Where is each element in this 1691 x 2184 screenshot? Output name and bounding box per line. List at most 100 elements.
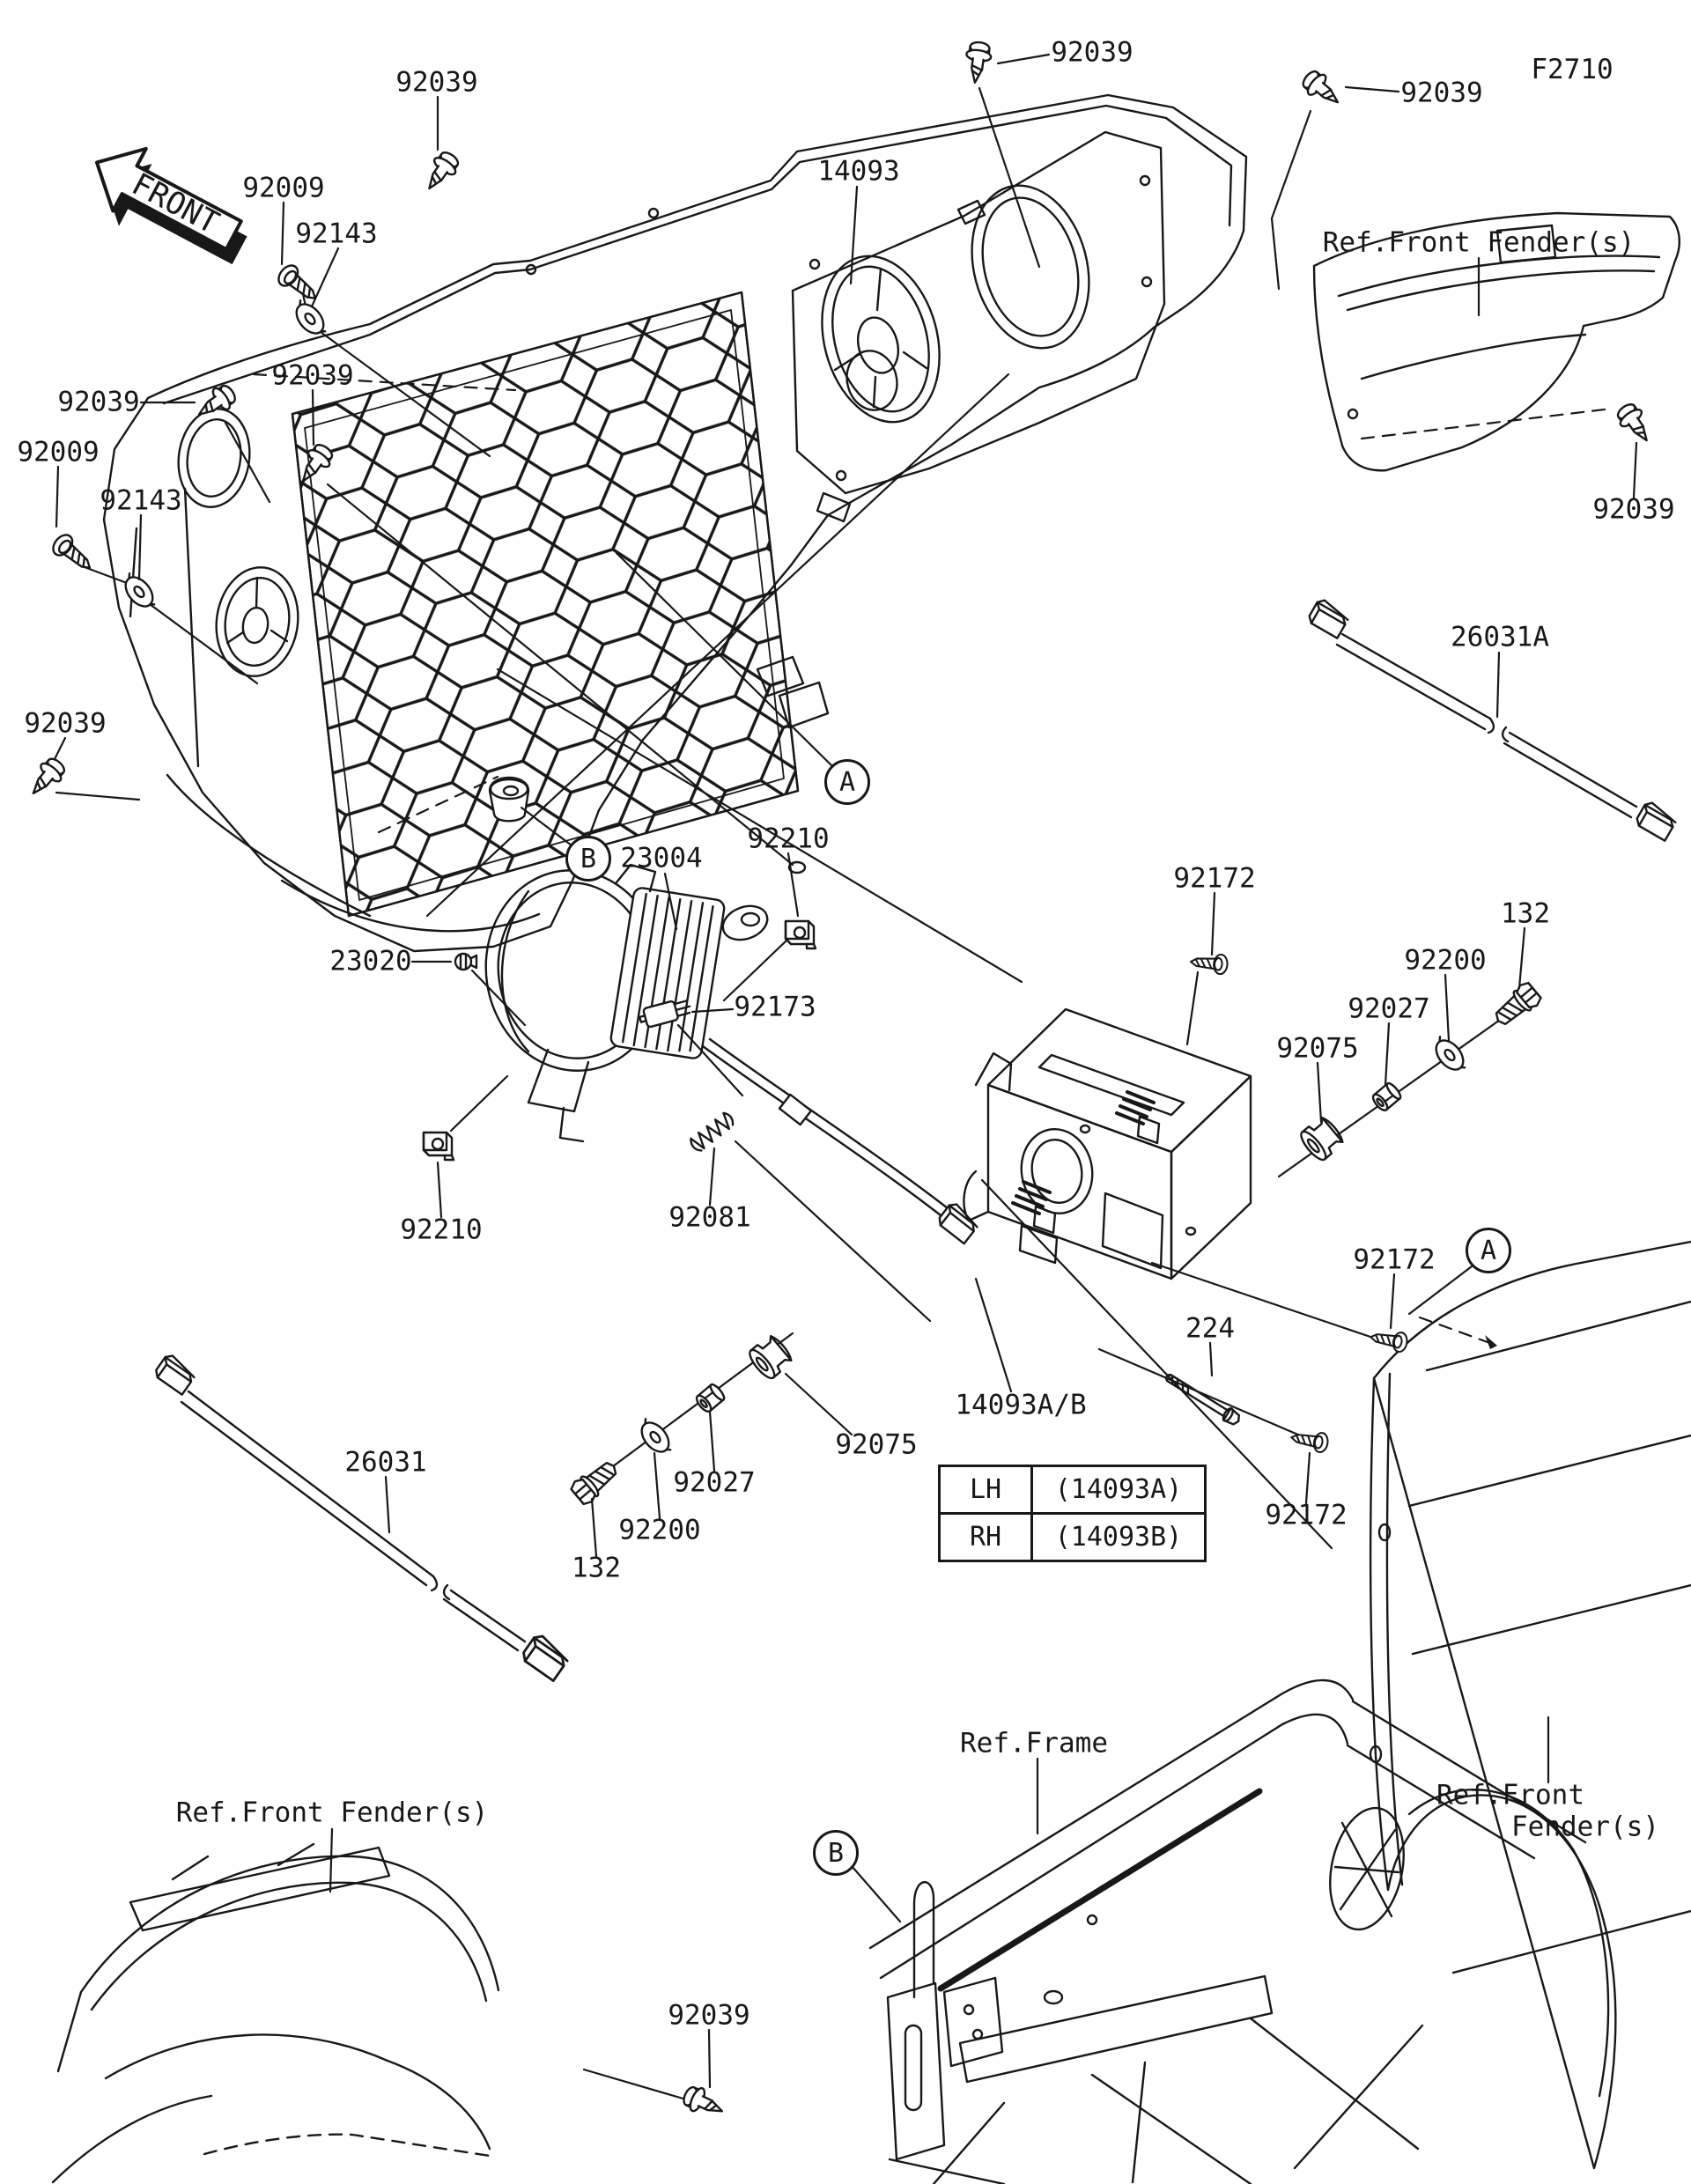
variant-table: LH (14093A) RH (14093B)	[938, 1465, 1207, 1562]
part-label: 132	[1501, 897, 1550, 930]
variant-part: (14093B)	[1030, 1512, 1207, 1562]
leader-line	[436, 1161, 443, 1219]
part-label: 92009	[17, 436, 100, 469]
leader-line	[1407, 1265, 1473, 1316]
table-row: RH (14093B)	[938, 1512, 1207, 1562]
part-label: 23004	[620, 842, 703, 874]
part-label: 92143	[100, 484, 182, 517]
harness-26031a	[1305, 596, 1680, 842]
leader-line	[1344, 85, 1400, 93]
variant-side: LH	[938, 1465, 1033, 1515]
bolt-224	[1162, 1369, 1244, 1428]
clip-92039	[22, 753, 70, 803]
leader-line	[1304, 1451, 1311, 1505]
part-label: 92039	[1400, 77, 1483, 109]
part-label: 92200	[1404, 944, 1487, 977]
leader-line	[708, 1410, 716, 1472]
fender-bottom-left	[51, 1842, 500, 2184]
leader-line	[1632, 441, 1638, 499]
part-label: 92210	[400, 1214, 483, 1246]
part-label: 92009	[242, 172, 325, 204]
part-label: 14093	[817, 155, 900, 188]
screw-92172	[1368, 1326, 1410, 1354]
front-direction-arrow: FRONT	[94, 146, 247, 265]
leader-line	[590, 1497, 598, 1558]
leader-line	[1389, 1273, 1396, 1330]
bulb-23020	[454, 952, 478, 971]
leader-line	[784, 1372, 853, 1436]
variant-side: RH	[938, 1512, 1033, 1562]
leader-line	[520, 806, 573, 847]
part-label: 92200	[618, 1514, 701, 1546]
part-label: 14093A/B	[955, 1389, 1087, 1421]
part-label: Ref.Front	[1436, 1779, 1584, 1811]
part-label: 92210	[747, 823, 830, 855]
frame-rail	[868, 1679, 1587, 2184]
leader-lines	[53, 53, 1638, 2089]
fog-lamp-bracket-14093ab	[963, 1007, 1252, 1280]
headlight-pod-left	[177, 408, 299, 677]
fender-top-right	[1312, 211, 1680, 472]
clip-92039	[190, 380, 240, 426]
leader-line	[310, 247, 340, 308]
part-label: 92172	[1265, 1499, 1348, 1531]
part-label: Ref.Front Fender(s)	[1322, 226, 1636, 259]
leader-line	[707, 2028, 712, 2089]
leader-line	[137, 513, 143, 581]
part-label: 23020	[329, 945, 412, 978]
headlamp-ring	[821, 255, 941, 424]
harness-26031	[151, 1351, 572, 1682]
direction-arrowhead	[1485, 1335, 1497, 1349]
table-row: LH (14093A)	[938, 1465, 1207, 1515]
wire-lead	[701, 1037, 949, 1217]
part-label: 92039	[668, 1999, 750, 2032]
leader-line	[55, 465, 60, 528]
clip-92039	[679, 2081, 729, 2124]
leader-line	[786, 852, 800, 918]
part-label: 92172	[1353, 1243, 1436, 1276]
figure-code: F2710	[1531, 54, 1613, 85]
part-label: Ref.Frame	[960, 1727, 1108, 1760]
part-label: 92027	[673, 1466, 756, 1499]
assembly-lines	[55, 86, 1613, 2101]
clip-92039	[417, 147, 464, 197]
part-label: 92081	[668, 1201, 751, 1234]
clipnut-92210	[422, 1131, 455, 1162]
screw-92172	[1189, 951, 1229, 976]
leader-line	[663, 872, 678, 931]
bumper-cover-14093	[102, 93, 1248, 953]
leader-line	[53, 736, 67, 761]
callout-B: B	[565, 836, 611, 882]
part-label: 132	[572, 1552, 621, 1584]
part-label: 92039	[271, 359, 354, 392]
part-label: Fender(s)	[1511, 1811, 1659, 1843]
leader-line	[1495, 651, 1501, 719]
part-label: 92039	[395, 66, 478, 99]
part-label: 26031A	[1451, 621, 1549, 653]
clip-92039	[961, 40, 994, 85]
leader-line	[708, 1147, 716, 1206]
leader-line	[615, 551, 833, 767]
spring-92081	[687, 1110, 737, 1155]
variant-part: (14093A)	[1030, 1465, 1207, 1515]
damper-cushion	[488, 776, 530, 823]
headlight-pod-right	[791, 130, 1166, 523]
part-label: 92173	[734, 991, 816, 1023]
fog-lamp-23004	[484, 863, 982, 1245]
connector-92173	[639, 1000, 691, 1029]
leader-line	[653, 1451, 661, 1520]
bolt-132	[567, 1455, 624, 1509]
part-label: 92075	[835, 1428, 918, 1461]
part-label: 92039	[57, 386, 140, 418]
leader-line	[329, 1827, 334, 1893]
leader-line	[1444, 973, 1451, 1043]
fender-right	[1329, 1240, 1691, 2170]
leader-line	[1208, 1341, 1214, 1377]
callout-A: A	[1466, 1228, 1511, 1273]
callout-B: B	[813, 1830, 859, 1876]
clip-92039	[1612, 399, 1658, 449]
part-label: 92172	[1173, 862, 1256, 895]
part-label: 92027	[1348, 992, 1430, 1025]
